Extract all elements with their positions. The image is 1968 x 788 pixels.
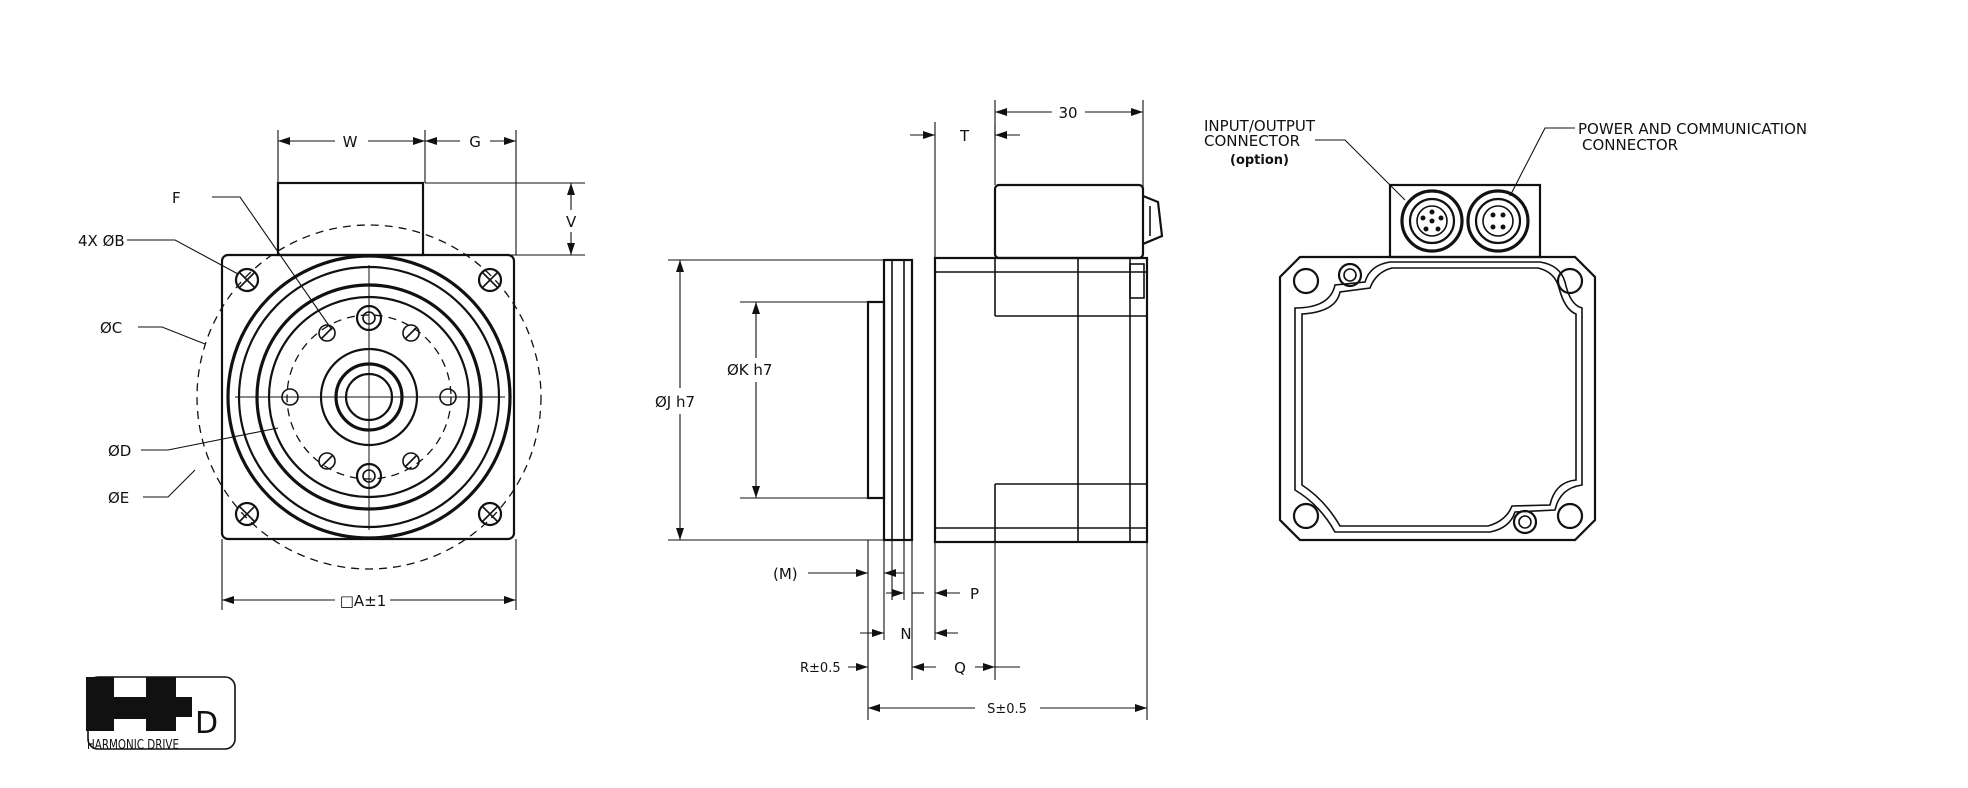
front-view: W G V F 4X ØB ØC ØD ØE □A±1	[78, 130, 585, 610]
mounting-hole	[477, 501, 503, 527]
logo-text: HARMONIC DRIVE	[87, 738, 179, 753]
circle-c	[226, 254, 512, 540]
dim-w: W	[343, 133, 358, 151]
rear-view: INPUT/OUTPUT CONNECTOR (option) POWER AN…	[1204, 117, 1807, 542]
io-label-line1: INPUT/OUTPUT	[1204, 117, 1316, 135]
dim-q: Q	[954, 659, 966, 677]
dim-c: ØC	[100, 319, 122, 337]
dim-j: ØJ h7	[655, 393, 695, 411]
dim-n: N	[900, 625, 911, 643]
screw	[1337, 262, 1363, 288]
dim-k: ØK h7	[727, 361, 772, 379]
output-flange	[882, 258, 914, 542]
dim-a: □A±1	[340, 592, 387, 610]
power-communication-connector	[1466, 189, 1530, 253]
output-bolt-holes	[281, 304, 457, 490]
housing	[933, 256, 1149, 544]
dim-b: 4X ØB	[78, 232, 125, 250]
dim-d: ØD	[108, 442, 131, 460]
corner-hole	[1556, 502, 1584, 530]
power-label-line2: CONNECTOR	[1582, 136, 1678, 154]
side-view: 30 T ØJ h7 ØK h7 (M)	[655, 100, 1164, 720]
dim-f: F	[172, 189, 181, 207]
dim-t: T	[959, 127, 970, 145]
rear-connector-housing	[1388, 183, 1542, 259]
rear-body	[1278, 255, 1597, 542]
dim-v: V	[566, 213, 577, 231]
corner-hole	[1556, 267, 1584, 295]
rear-inner-outline	[1294, 261, 1583, 533]
input-output-connector	[1400, 189, 1464, 253]
dim-p: P	[970, 585, 979, 603]
io-label-option: (option)	[1230, 153, 1289, 168]
logo-letter: D	[195, 706, 218, 741]
pilot	[866, 300, 886, 500]
io-label-line2: CONNECTOR	[1204, 132, 1300, 150]
side-connector	[993, 183, 1145, 260]
mounting-hole	[234, 501, 260, 527]
dim-30: 30	[1058, 104, 1077, 122]
dim-r: R±0.5	[800, 661, 841, 676]
corner-hole	[1292, 267, 1320, 295]
corner-hole	[1292, 502, 1320, 530]
mounting-hole	[477, 267, 503, 293]
screw	[1512, 509, 1538, 535]
circle-e	[196, 224, 542, 570]
dim-s: S±0.5	[987, 702, 1027, 717]
power-label-line1: POWER AND COMMUNICATION	[1578, 120, 1807, 138]
front-connector-block	[276, 181, 425, 257]
dim-e: ØE	[108, 489, 129, 507]
mounting-hole	[234, 267, 260, 293]
dim-g: G	[469, 133, 481, 151]
dim-m: (M)	[773, 565, 798, 583]
harmonic-drive-logo: HARMONIC DRIVE D	[86, 676, 236, 753]
